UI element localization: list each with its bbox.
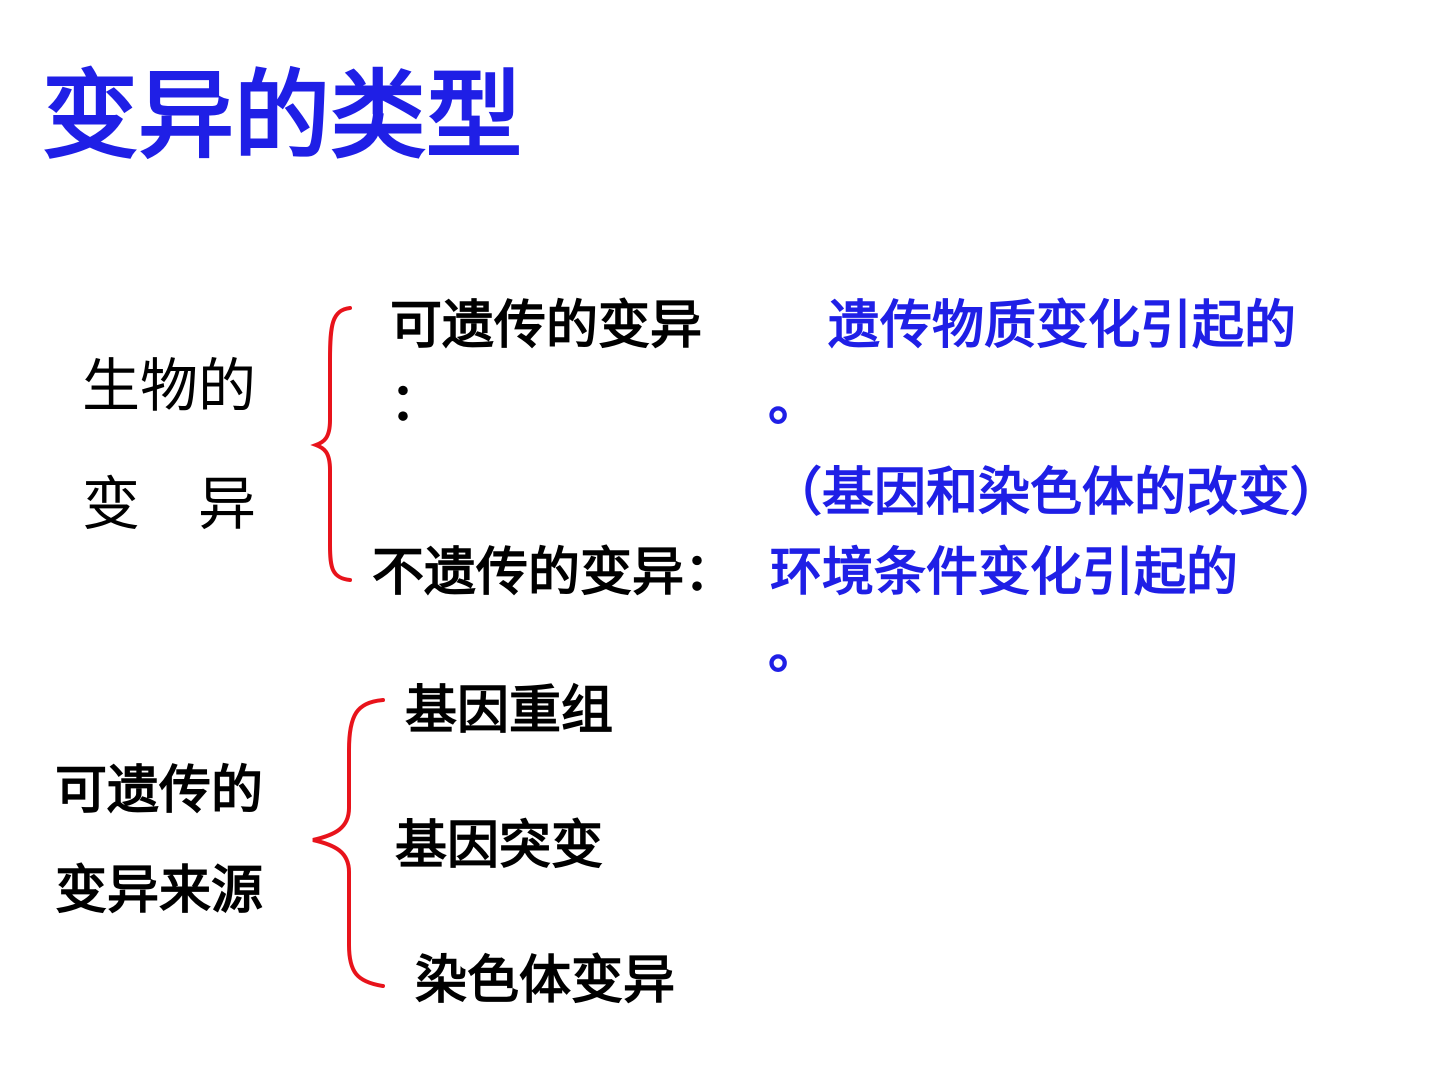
subject-line-2: 变 异	[82, 470, 257, 538]
nonheritable-label: 不遗传的变异：	[372, 543, 737, 603]
source-item-gene-recombination: 基因重组	[405, 681, 614, 741]
subject-line-1: 生物的	[82, 352, 257, 420]
nonheritable-answer-period: 。	[768, 621, 821, 681]
heritable-answer: 遗传物质变化引起的	[828, 296, 1297, 356]
source-subject-line-1: 可遗传的	[55, 761, 264, 821]
source-subject-line-2: 变异来源	[55, 861, 264, 921]
page-title: 变异的类型	[42, 60, 522, 172]
source-item-chromosome-variation: 染色体变异	[415, 951, 676, 1011]
brace-1	[310, 306, 352, 582]
nonheritable-answer: 环境条件变化引起的	[770, 543, 1239, 603]
brace-2	[312, 698, 385, 988]
heritable-label: 可遗传的变异	[390, 296, 703, 356]
heritable-colon: ：	[390, 373, 443, 433]
heritable-answer-period: 。	[768, 373, 821, 433]
heritable-note: （基因和染色体的改变）	[770, 463, 1343, 523]
source-item-gene-mutation: 基因突变	[395, 816, 604, 876]
